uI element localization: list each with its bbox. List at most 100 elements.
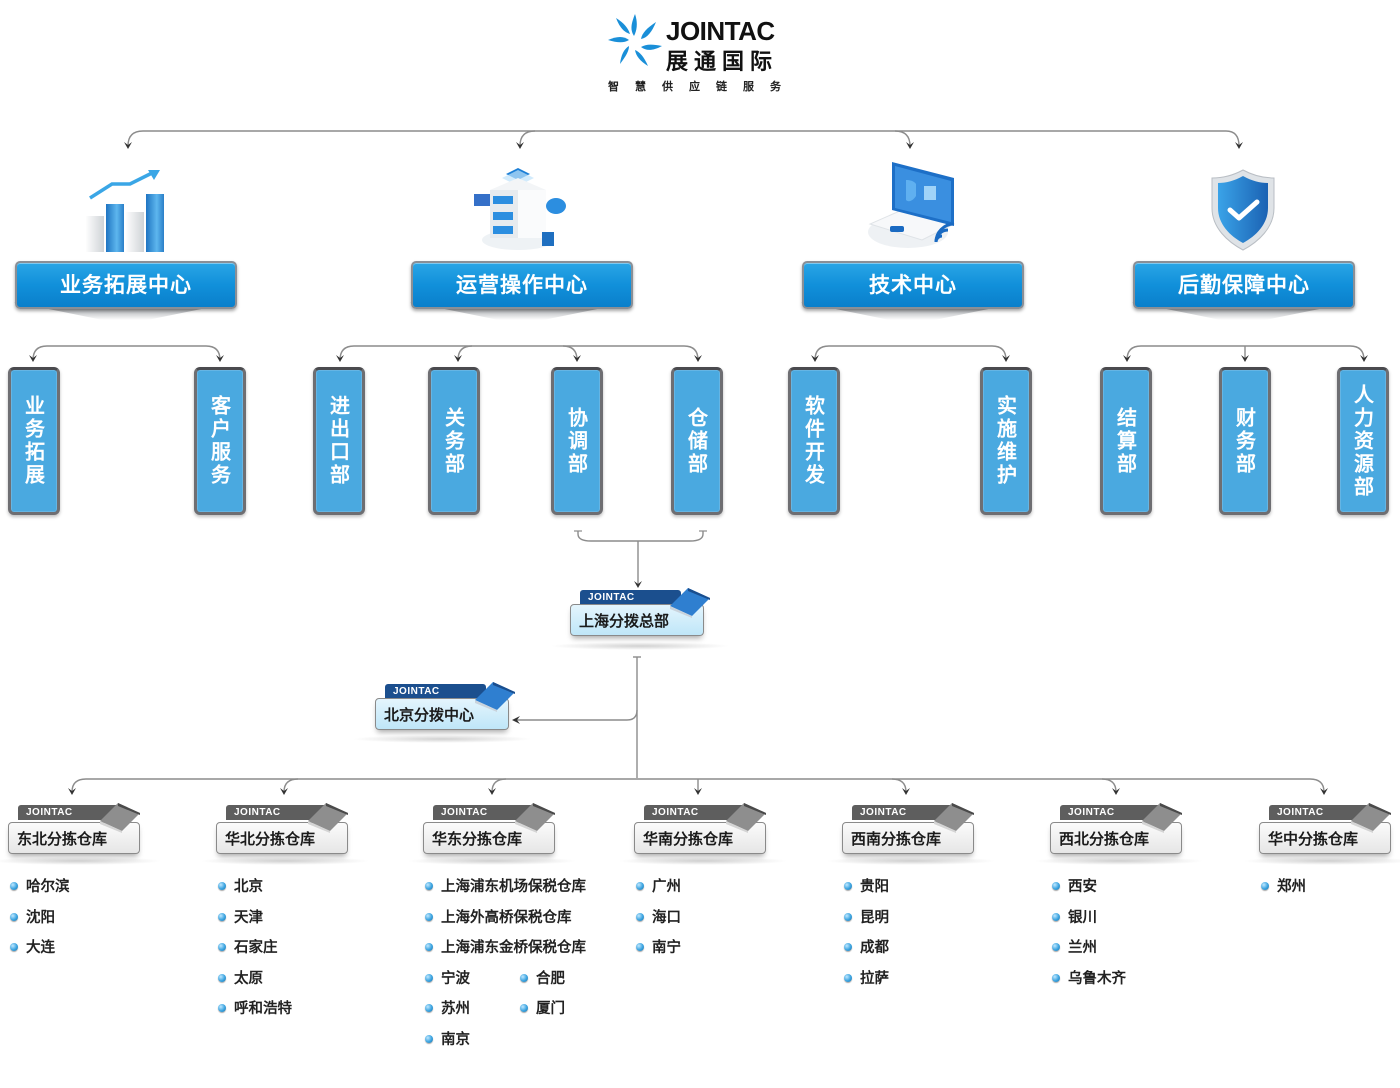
bullet-icon: [218, 973, 226, 982]
bullet-icon: [844, 973, 852, 982]
connector-top-c2: [519, 130, 536, 147]
city-name: 北京: [234, 879, 263, 895]
bullet-icon: [425, 973, 433, 982]
connector-c1: [32, 345, 221, 361]
city-name: 拉萨: [860, 970, 889, 987]
bullet-icon: [844, 912, 852, 921]
city-list-item: 银川: [1052, 909, 1097, 927]
logo-brand-en: JOINTAC: [666, 16, 775, 46]
bullet-icon: [636, 943, 644, 952]
bullet-icon: [425, 912, 433, 921]
bullet-icon: [1261, 882, 1269, 890]
bullet-icon: [218, 943, 226, 952]
hub-shanghai-hq[interactable]: JOINTAC 上海分拨总部: [570, 588, 710, 640]
city-name: 太原: [234, 970, 263, 987]
dept-settlement[interactable]: 结算部: [1100, 367, 1152, 515]
city-list-item: 沈阳: [10, 909, 55, 927]
city-list-item: 贵阳: [844, 878, 889, 896]
dept-label: 客户服务: [207, 395, 232, 487]
dept-label: 仓储部: [684, 406, 709, 476]
hub-tag: JOINTAC: [580, 590, 681, 605]
connector-c3: [814, 345, 1007, 361]
bullet-icon: [520, 973, 528, 982]
dept-label: 业务拓展: [21, 395, 46, 487]
dept-business-expansion[interactable]: 业务拓展: [8, 367, 60, 515]
roof-icon: [308, 803, 348, 833]
bullet-icon: [636, 882, 644, 890]
city-list-item: 兰州: [1052, 939, 1097, 957]
warehouse-card[interactable]: JOINTAC 华东分拣仓库: [423, 803, 559, 857]
city-name: 兰州: [1068, 940, 1097, 957]
dept-label: 结算部: [1113, 406, 1138, 476]
dept-label: 财务部: [1232, 406, 1257, 476]
logo-brand-cn: 展通国际: [666, 50, 779, 75]
roof-icon: [1351, 803, 1391, 833]
connector-to-hq: [577, 531, 704, 542]
city-list-item: 西安: [1052, 878, 1097, 896]
roof-icon: [1142, 803, 1182, 833]
city-name: 宁波: [441, 970, 470, 987]
city-name: 苏州: [441, 1001, 470, 1018]
bullet-icon: [520, 1004, 528, 1013]
city-name: 南京: [441, 1032, 470, 1048]
bullet-icon: [425, 943, 433, 952]
dept-finance[interactable]: 财务部: [1219, 367, 1271, 515]
city-name: 上海浦东金桥保税仓库: [441, 940, 586, 957]
city-list-item: 上海外高桥保税仓库: [425, 909, 572, 927]
dept-customs[interactable]: 关务部: [428, 367, 480, 515]
city-list-item: 厦门: [520, 1000, 565, 1018]
city-name: 银川: [1068, 909, 1097, 926]
logo-tagline: 智慧供应链服务: [608, 80, 797, 93]
city-list-item: 南宁: [636, 939, 681, 957]
dept-coordination[interactable]: 协调部: [551, 367, 603, 515]
dept-import-export[interactable]: 进出口部: [313, 367, 365, 515]
city-list-item: 上海浦东金桥保税仓库: [425, 939, 586, 957]
connector-to-beijing: [514, 709, 638, 721]
city-name: 沈阳: [26, 909, 55, 926]
dept-implementation-maintenance[interactable]: 实施维护: [980, 367, 1032, 515]
connector-warehouses: [71, 778, 1325, 793]
center-banner-label: 运营操作中心: [411, 261, 633, 309]
city-list-item: 苏州: [425, 1000, 470, 1018]
warehouse-tag: JOINTAC: [1269, 805, 1370, 820]
warehouse-label: 华东分拣仓库: [423, 822, 555, 854]
bullet-icon: [1052, 882, 1060, 890]
city-list-item: 天津: [218, 909, 263, 927]
bullet-icon: [10, 912, 18, 921]
city-name: 广州: [652, 879, 681, 895]
roof-icon: [100, 803, 140, 833]
city-list-item: 拉萨: [844, 970, 889, 988]
dept-label: 软件开发: [801, 395, 826, 487]
city-list-item: 广州: [636, 878, 681, 896]
dept-label: 人力资源部: [1350, 383, 1375, 499]
city-list-item: 乌鲁木齐: [1052, 970, 1126, 988]
roof-icon: [670, 588, 710, 618]
connector-top-c3: [894, 130, 911, 147]
city-list-item: 海口: [636, 909, 681, 927]
bullet-icon: [844, 882, 852, 890]
warehouse-tag: JOINTAC: [433, 805, 534, 820]
city-list-item: 成都: [844, 939, 889, 957]
city-list-item: 昆明: [844, 909, 889, 927]
city-name: 海口: [652, 909, 681, 926]
dept-human-resources[interactable]: 人力资源部: [1337, 367, 1389, 515]
city-name: 呼和浩特: [234, 1001, 292, 1018]
center-banner-label: 技术中心: [802, 261, 1024, 309]
bullet-icon: [1052, 943, 1060, 952]
bullet-icon: [1052, 973, 1060, 982]
warehouse-tag: JOINTAC: [1060, 805, 1161, 820]
dept-warehousing[interactable]: 仓储部: [671, 367, 723, 515]
warehouse-tag: JOINTAC: [644, 805, 745, 820]
dept-software-development[interactable]: 软件开发: [788, 367, 840, 515]
hub-beijing-center[interactable]: JOINTAC 北京分拨中心: [375, 682, 515, 734]
connector-c4: [1126, 345, 1365, 361]
dept-customer-service[interactable]: 客户服务: [194, 367, 246, 515]
city-list-item: 上海浦东机场保税仓库: [425, 878, 586, 896]
dept-label: 协调部: [564, 406, 589, 476]
